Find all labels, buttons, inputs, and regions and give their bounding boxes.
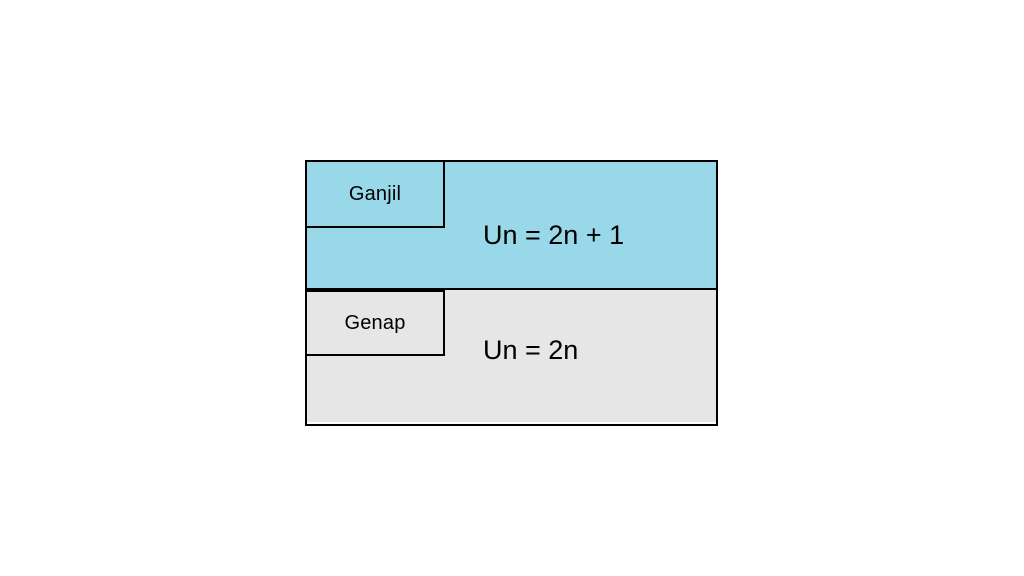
odd-label-box: Ganjil [305,160,445,228]
odd-sequence-row: Ganjil Un = 2n + 1 [305,160,716,290]
odd-formula: Un = 2n + 1 [483,220,625,250]
odd-label: Ganjil [348,182,402,205]
even-formula: Un = 2n [483,335,579,365]
even-label-box: Genap [305,290,445,356]
even-label: Genap [344,311,406,334]
even-sequence-row: Genap Un = 2n [305,290,716,422]
sequence-types-diagram: Ganjil Un = 2n + 1 Genap Un = 2n [305,160,718,426]
